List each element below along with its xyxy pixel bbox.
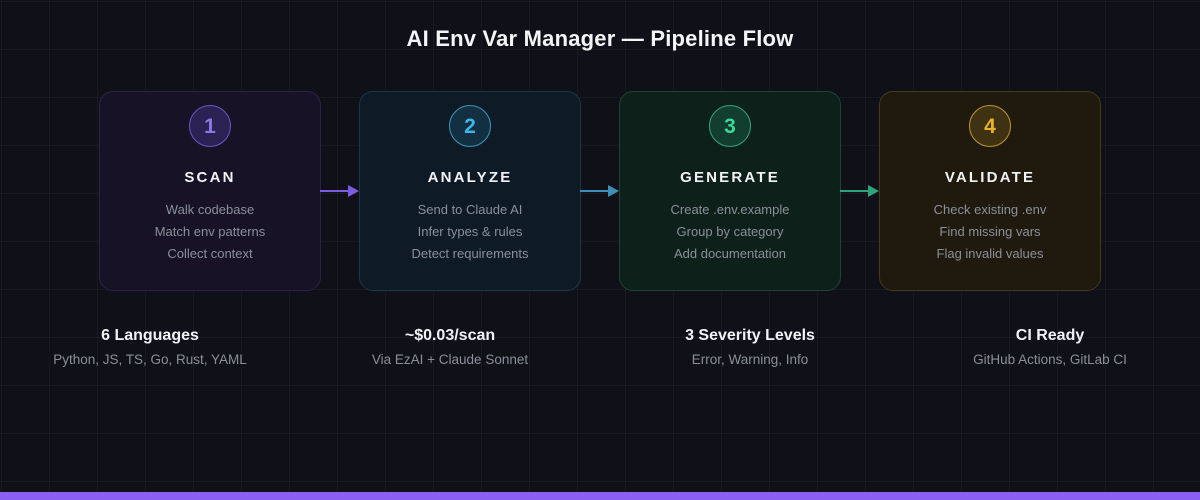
stat-subtitle: GitHub Actions, GitLab CI: [973, 352, 1127, 367]
arrow-right-icon: [840, 185, 879, 197]
stat-subtitle: Error, Warning, Info: [691, 352, 809, 367]
stage-task: Walk codebase: [165, 202, 255, 217]
stat-item: ~$0.03/scan Via EzAI + Claude Sonnet: [300, 327, 600, 368]
arrow-right-icon: [580, 185, 619, 197]
stat-item: CI Ready GitHub Actions, GitLab CI: [900, 327, 1200, 368]
stage-task: Match env patterns: [154, 224, 266, 239]
stage-task: Detect requirements: [411, 246, 529, 261]
stat-title: 3 Severity Levels: [685, 327, 815, 344]
stage-task: Create .env.example: [670, 202, 790, 217]
stage-task: Flag invalid values: [936, 246, 1044, 261]
stat-subtitle: Via EzAI + Claude Sonnet: [371, 352, 529, 367]
footer-accent-bar: [0, 492, 1200, 500]
stat-item: 3 Severity Levels Error, Warning, Info: [600, 327, 900, 368]
stage-task: Group by category: [676, 224, 784, 239]
stage-title: SCAN: [184, 169, 236, 186]
stage-number: 2: [464, 114, 476, 138]
flow-arrow: [580, 91, 619, 291]
stage-card: 2 ANALYZE Send to Claude AI Infer types &…: [359, 91, 581, 291]
stage-task: Check existing .env: [933, 202, 1047, 217]
stage-task: Send to Claude AI: [417, 202, 523, 217]
stat-title: 6 Languages: [101, 327, 199, 344]
stat-item: 6 Languages Python, JS, TS, Go, Rust, YA…: [0, 327, 300, 368]
stats-row: 6 Languages Python, JS, TS, Go, Rust, YA…: [0, 327, 1200, 368]
stage-number-badge: 3: [709, 105, 751, 147]
flow-arrow: [840, 91, 879, 291]
stage-number-badge: 4: [969, 105, 1011, 147]
stage-task: Find missing vars: [939, 224, 1041, 239]
flow-arrow: [320, 91, 359, 291]
stage-number: 3: [724, 114, 736, 138]
page-title: AI Env Var Manager — Pipeline Flow: [406, 26, 794, 51]
stage-number: 4: [984, 114, 996, 138]
stage-title: GENERATE: [680, 169, 780, 186]
stage-title: VALIDATE: [944, 169, 1036, 186]
stage-task: Collect context: [167, 246, 253, 261]
stat-title: ~$0.03/scan: [404, 327, 496, 344]
stage-task: Add documentation: [673, 246, 787, 261]
stage-number-badge: 2: [449, 105, 491, 147]
arrow-right-icon: [320, 185, 359, 197]
stage-title: ANALYZE: [427, 169, 513, 186]
stage-task: Infer types & rules: [417, 224, 523, 239]
stage-number: 1: [204, 114, 216, 138]
stage-number-badge: 1: [189, 105, 231, 147]
stat-title: CI Ready: [1015, 327, 1085, 344]
stat-subtitle: Python, JS, TS, Go, Rust, YAML: [53, 352, 247, 367]
